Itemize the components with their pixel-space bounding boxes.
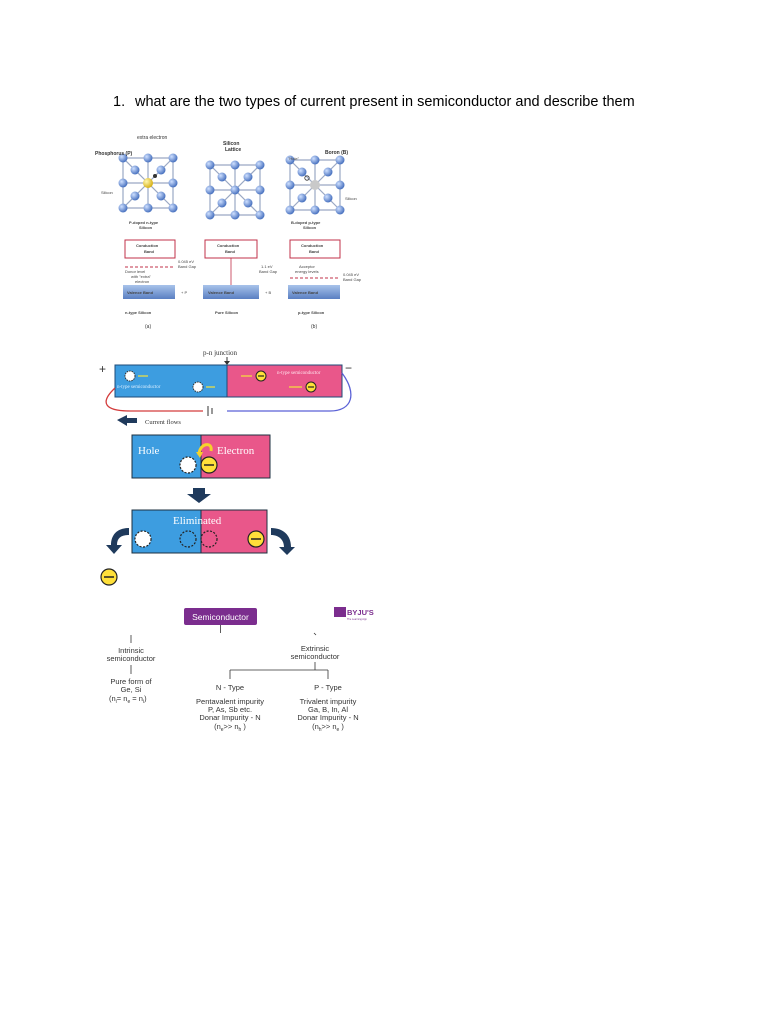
label-current-flows: Current flows xyxy=(145,419,181,426)
current-arrow-icon xyxy=(117,415,137,426)
label-silicon-left: Silicon xyxy=(101,190,113,195)
label-intrinsic-relation: (ni= ne = ni) xyxy=(109,694,147,705)
label-gap-11: 1.1 eV xyxy=(261,264,273,269)
lattice-n-type xyxy=(118,153,178,213)
label-pn-junction: p-n junction xyxy=(203,349,238,357)
label-n-type: N - Type xyxy=(216,683,244,692)
question-line: 1. what are the two types of current pres… xyxy=(113,94,635,110)
label-b-doped-silicon: Silicon xyxy=(303,225,317,230)
label-pentavalent: Pentavalent impurity xyxy=(196,697,264,706)
label-n-type-silicon: n-type Silicon xyxy=(125,310,152,315)
label-silicon-lattice: Silicon xyxy=(223,141,239,147)
label-phosphorus: Phosphorus (P) xyxy=(95,151,133,157)
curved-arrow-right-icon xyxy=(271,528,295,555)
label-boron: Boron (B) xyxy=(325,150,348,156)
label-electron: Electron xyxy=(217,445,255,457)
label-plus-p: + P xyxy=(181,290,187,295)
label-b-doped: B-doped p-type xyxy=(291,220,321,225)
hole-electron-panel: Hole Electron xyxy=(131,434,271,479)
label-a: (a) xyxy=(145,324,151,330)
n-region xyxy=(114,364,228,398)
logo-subtext: The Learning App xyxy=(347,618,367,621)
label-p-relation: (nh>> ne ) xyxy=(312,722,344,733)
label-acceptor-impurity: Donar Impurity - N xyxy=(297,713,358,722)
label-conduction-3: Conduction xyxy=(301,243,324,248)
label-eliminated: Eliminated xyxy=(173,515,222,527)
band-pure: Conduction Band 1.1 eV Band Gap Valence … xyxy=(181,239,278,299)
label-tri-elements: Ga, B, In, Al xyxy=(308,705,348,714)
label-pure-form: Pure form of xyxy=(110,677,152,686)
label-gap-045-b: 0.045 eV xyxy=(343,272,359,277)
label-donor-impurity: Donar Impurity - N xyxy=(199,713,260,722)
label-left-region: n-type semiconductor xyxy=(117,385,161,390)
label-intrinsic: Intrinsic xyxy=(118,646,144,655)
label-band-3: Band xyxy=(309,249,320,254)
label-n-relation: (ne>> nh ) xyxy=(214,722,246,733)
lattice-pure xyxy=(205,160,265,220)
label-minus: − xyxy=(345,361,352,375)
label-conduction-2: Conduction xyxy=(217,243,240,248)
label-gap-045: 0.045 eV xyxy=(178,259,194,264)
label-pure-silicon: Pure Silicon xyxy=(215,310,239,315)
p-region xyxy=(226,364,343,398)
label-semiconductor: Semiconductor xyxy=(192,612,249,622)
label-acceptor-2: energy levels xyxy=(295,269,319,274)
label-plus: + xyxy=(99,362,106,376)
label-valence-3: Valence Band xyxy=(292,290,319,295)
label-extrinsic-2: semiconductor xyxy=(291,652,340,661)
eliminated-panel: Eliminated xyxy=(131,509,268,554)
label-band-2: Band xyxy=(225,249,236,254)
doping-band-diagram: extra electron Phosphorus (P) Silicon P-… xyxy=(95,135,362,330)
label-gap-11-2: Band Gap xyxy=(259,269,278,274)
label-band-1: Band xyxy=(144,249,155,254)
down-arrow-icon xyxy=(187,488,211,503)
label-acceptor: Acceptor xyxy=(299,264,315,269)
question-text: what are the two types of current presen… xyxy=(135,94,635,110)
label-p-type-silicon: p-type Silicon xyxy=(298,310,325,315)
label-lattice: Lattice xyxy=(225,147,241,153)
logo-mark xyxy=(334,607,346,617)
label-hole: "Hole" xyxy=(288,156,300,161)
label-extrinsic: Extrinsic xyxy=(301,644,330,653)
root-box xyxy=(184,608,257,625)
lattice-p-type xyxy=(285,155,345,215)
label-b: (b) xyxy=(311,324,317,330)
label-p-doped: P-doped n-type xyxy=(129,220,159,225)
label-extra-electron: extra electron xyxy=(137,135,168,141)
curved-arrow-left-icon xyxy=(106,528,129,554)
label-donor: Donor level xyxy=(125,269,145,274)
label-valence-2: Valence Band xyxy=(208,290,235,295)
label-ge-si: Ge, Si xyxy=(121,685,142,694)
label-p-type: P - Type xyxy=(314,683,342,692)
label-intrinsic-2: semiconductor xyxy=(107,654,156,663)
label-gap-045-b2: Band Gap xyxy=(343,277,362,282)
list-number: 1. xyxy=(113,94,126,110)
label-gap-045-2: Band Gap xyxy=(178,264,197,269)
label-valence-1: Valence Band xyxy=(127,290,154,295)
semiconductor-classification: Semiconductor BYJU'S The Learning App In… xyxy=(107,607,374,733)
label-hole: Hole xyxy=(138,445,160,457)
band-n-type: Conduction Band Donor level with "extra"… xyxy=(123,239,197,299)
label-plus-b: + B xyxy=(265,290,271,295)
label-donor-2: with "extra" xyxy=(131,274,152,279)
pn-junction-diagram: p-n junction + − n-type semiconductor n-… xyxy=(99,349,352,586)
label-conduction-1: Conduction xyxy=(136,243,159,248)
label-silicon-right: Silicon xyxy=(345,196,357,201)
band-p-type: Conduction Band Acceptor energy levels 0… xyxy=(288,239,362,299)
label-right-region: n-type semiconductor xyxy=(277,371,321,376)
label-donor-3: electron xyxy=(135,279,149,284)
logo-text: BYJU'S xyxy=(347,608,374,617)
label-p-doped-silicon: Silicon xyxy=(139,225,153,230)
label-trivalent: Trivalent impurity xyxy=(300,697,357,706)
label-penta-elements: P, As, Sb etc. xyxy=(208,705,252,714)
